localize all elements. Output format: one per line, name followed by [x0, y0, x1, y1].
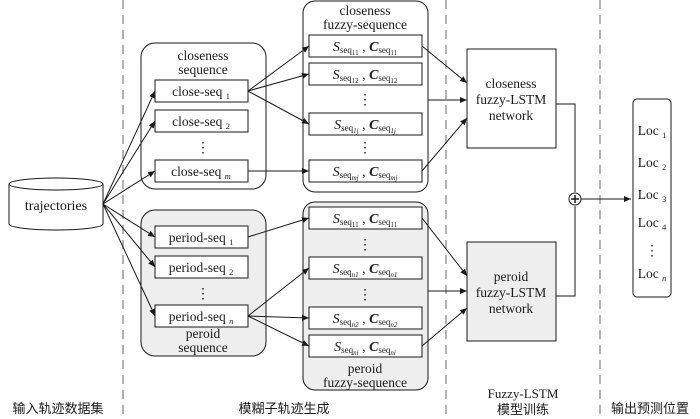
period-fuzzy-sequence-group: peroid fuzzy-sequence Sseq11 , Cseq11Sse…	[302, 201, 429, 391]
location-4: Loc 4	[638, 215, 667, 232]
period-fuzzy-item: Sseqn2 , Cseqn2	[308, 306, 423, 330]
period-fuzzy-item: Sseq11 , Cseq11	[308, 206, 423, 230]
flow-arrow	[421, 217, 468, 277]
period-fuzzy-ellipsis-1: ⋮	[358, 238, 372, 253]
output-locations: Loc 1 Loc 2 Loc 3 Loc 4 Loc n ⋮	[632, 98, 672, 298]
close-seq-label: close-seq 2	[172, 114, 230, 131]
period-sequence-group: peroid sequence period-seq 1 period-seq 2…	[140, 209, 267, 357]
flow-arrow	[247, 72, 310, 92]
flow-arrow	[247, 90, 310, 125]
flow-arrow	[421, 45, 468, 84]
period-seq-box: period-seq 2	[154, 255, 249, 279]
period-network-line3: network	[489, 301, 533, 316]
output-ellipsis: ⋮	[645, 244, 659, 259]
fuzzy-pair-label: Sseq1j , Cseq1j	[334, 118, 396, 135]
flow-arrow	[247, 267, 310, 317]
flow-arrow	[102, 203, 156, 268]
flow-arrow	[102, 203, 156, 238]
period-fuzzy-ellipsis-2: ⋮	[358, 288, 372, 303]
close-seq-label: close-seq 1	[172, 84, 230, 101]
fuzzy-pair-label: Sseqni , Cseqni	[334, 340, 396, 357]
flow-arrow	[102, 90, 156, 205]
period-fuzzy-lstm-network: peroid fuzzy-LSTM network	[466, 241, 557, 342]
closeness-network-line3: network	[489, 108, 533, 123]
period-fuzzy-item: Sseqni , Cseqni	[308, 334, 423, 358]
period-sequence-ellipsis: ⋮	[196, 287, 210, 302]
flow-arrow	[102, 170, 156, 205]
combine-junction	[556, 103, 631, 297]
closeness-network-line2: fuzzy-LSTM	[476, 92, 546, 107]
fuzzy-pair-label: Sseq11 , Cseq11	[333, 40, 398, 57]
trajectories-database: trajectories	[8, 177, 104, 231]
flow-arrow	[247, 315, 310, 347]
period-network-line1: peroid	[494, 269, 529, 284]
fuzzy-pair-label: Sseq12 , Cseq12	[333, 68, 398, 85]
location-3: Loc 3	[638, 187, 667, 204]
closeness-fuzzy-item: Sseqmj , Cseqmj	[308, 159, 423, 183]
fuzzy-pair-label: Sseqmj , Cseqmj	[333, 165, 398, 182]
period-fuzzy-title: peroid	[348, 361, 383, 376]
fuzzy-pair-label: Sseq11 , Cseq11	[333, 212, 398, 229]
period-seq-label: period-seq 1	[169, 230, 234, 247]
flow-arrow	[421, 117, 468, 172]
period-fuzzy-subtitle: fuzzy-sequence	[323, 375, 407, 390]
close-seq-box: close-seq 2	[154, 109, 249, 133]
closeness-fuzzy-lstm-network: closeness fuzzy-LSTM network	[466, 48, 557, 149]
closeness-sequence-title: closeness	[178, 48, 229, 63]
closeness-sequence-subtitle: sequence	[178, 62, 227, 77]
stage-label-input: 输入轨迹数据集	[12, 401, 103, 417]
period-seq-box: period-seq 1	[154, 225, 249, 249]
stage-label-training-line1: Fuzzy-LSTM	[488, 386, 559, 401]
location-1: Loc 1	[638, 123, 667, 140]
flow-arrow	[247, 217, 310, 238]
closeness-fuzzy-item: Sseq12 , Cseq12	[308, 62, 423, 86]
period-sequence-title: peroid	[186, 326, 221, 341]
flow-arrow	[102, 120, 156, 205]
stage-label-output: 输出预测位置	[611, 401, 689, 417]
closeness-fuzzy-ellipsis-2: ⋮	[358, 141, 372, 156]
location-n: Loc n	[638, 266, 667, 283]
trajectories-label: trajectories	[25, 199, 87, 214]
closeness-fuzzy-title: closeness	[340, 3, 391, 18]
closeness-sequence-ellipsis: ⋮	[196, 141, 210, 156]
closeness-fuzzy-ellipsis-1: ⋮	[358, 93, 372, 108]
period-sequence-subtitle: sequence	[178, 340, 227, 355]
period-fuzzy-item: Sseqn1 , Cseqn1	[308, 256, 423, 280]
closeness-fuzzy-subtitle: fuzzy-sequence	[323, 17, 407, 32]
close-seq-box: close-seq m	[154, 159, 249, 183]
flow-arrow	[247, 314, 310, 321]
flow-arrow	[247, 45, 310, 92]
period-seq-label: period-seq 2	[169, 260, 234, 277]
fuzzy-pair-label: Sseqn1 , Cseqn1	[333, 262, 398, 279]
closeness-sequence-group: closeness sequence close-seq 1 close-seq …	[140, 42, 267, 190]
stage-label-training-line2: 模型训练	[497, 403, 549, 418]
closeness-fuzzy-item: Sseq1j , Cseq1j	[308, 112, 423, 136]
close-seq-label: close-seq m	[171, 164, 231, 181]
period-network-line2: fuzzy-LSTM	[476, 285, 546, 300]
flow-arrow	[102, 203, 156, 317]
stage-label-fuzzy-generation: 模糊子轨迹生成	[238, 401, 329, 417]
close-seq-box: close-seq 1	[154, 79, 249, 103]
location-2: Loc 2	[638, 155, 667, 172]
closeness-fuzzy-sequence-group: closeness fuzzy-sequence Sseq11 , Cseq11…	[302, 0, 429, 193]
closeness-network-line1: closeness	[486, 76, 537, 91]
period-seq-label: period-seq n	[169, 309, 234, 326]
flow-arrow	[421, 307, 468, 347]
fuzzy-pair-label: Sseqn2 , Cseqn2	[333, 312, 398, 329]
closeness-fuzzy-item: Sseq11 , Cseq11	[308, 34, 423, 58]
period-seq-box: period-seq n	[154, 304, 249, 328]
